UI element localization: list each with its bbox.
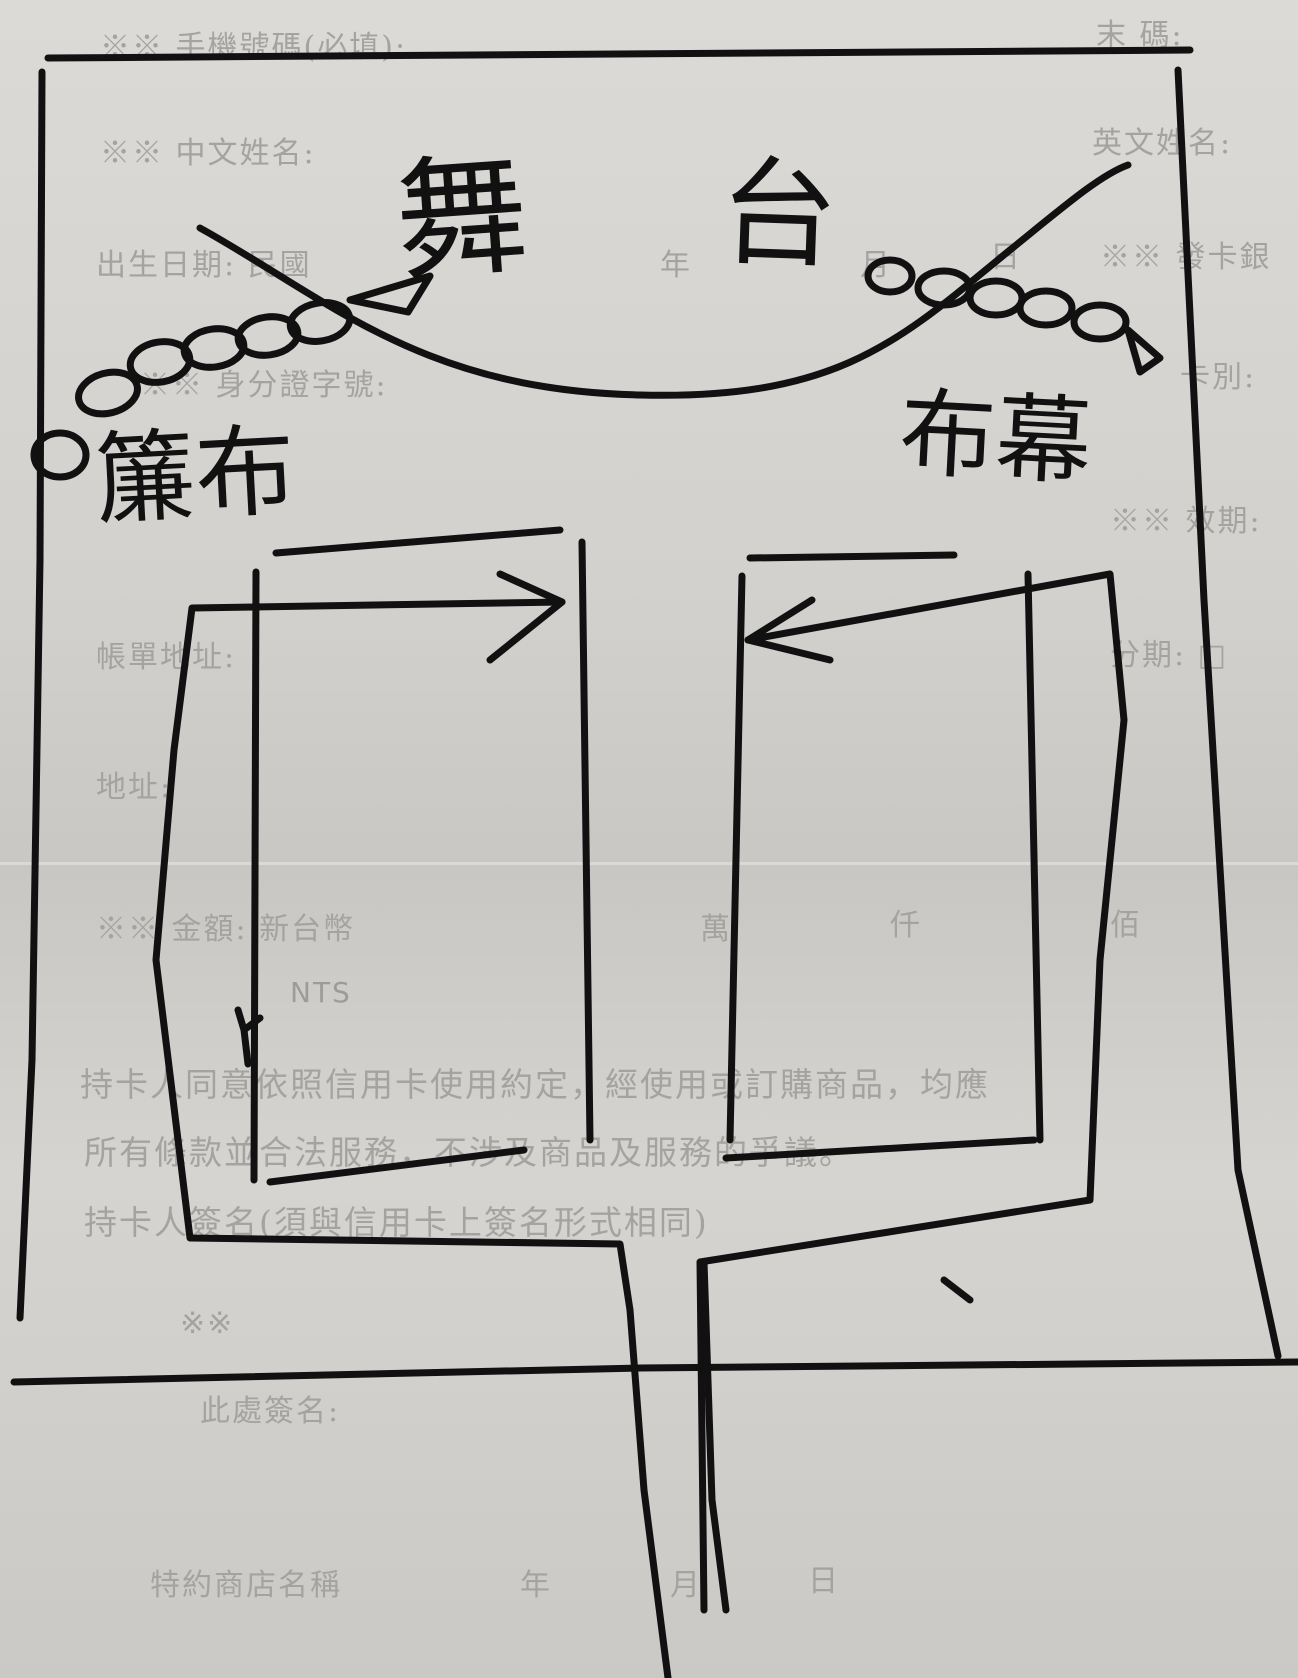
form-chinese-name-label: ※※ 中文姓名: (100, 136, 316, 171)
right-panel-top (746, 551, 958, 562)
stage-word-tai: 台 (717, 142, 841, 286)
form-expiry-label: ※※ 效期: (1110, 504, 1262, 539)
form-english-name-label: 英文姓名: (1092, 126, 1233, 161)
left-arrow-loop (152, 598, 634, 1314)
right-panel-left (726, 572, 746, 1144)
frame-left-line (16, 68, 46, 1322)
form-amount-bai: 佰 (1110, 908, 1142, 943)
form-address-label: 地址: (96, 770, 173, 805)
form-billing-address-label: 帳單地址: (96, 640, 237, 675)
form-birth-year: 年 (660, 248, 692, 283)
frame-right-line (1174, 66, 1282, 1360)
form-date-year: 年 (520, 1568, 552, 1603)
paper-fold-line (0, 862, 1298, 865)
right-arrow-head (744, 596, 834, 664)
left-panel-left (250, 568, 260, 1184)
right-panel-right (1024, 570, 1044, 1144)
right-curtain-label: 布幕 (896, 377, 1095, 499)
frame-top-line (44, 46, 1194, 62)
form-terms-line-2: 所有條款並合法服務，不涉及商品及服務的爭議。 (84, 1133, 854, 1172)
center-aisle-right-line (700, 1258, 730, 1614)
center-aisle-left-line (626, 1306, 672, 1678)
form-signature-label: 此處簽名: (200, 1394, 341, 1429)
left-panel-right (578, 538, 594, 1144)
form-terms-line-1: 持卡人同意依照信用卡使用約定，經使用或訂購商品，均應 (80, 1065, 990, 1104)
form-amount-qian: 仟 (890, 908, 922, 943)
form-currency: NTS (290, 976, 352, 1009)
right-curtain-chain (864, 256, 1164, 376)
form-merchant-label: 特約商店名稱 (150, 1568, 342, 1603)
frame-bottom-line (10, 1358, 1298, 1386)
left-curtain-chain (30, 272, 434, 481)
form-amount-wan: 萬 (700, 912, 732, 947)
left-panel-bottom (266, 1146, 528, 1186)
form-amount-label: ※※ 金額: 新台幣 (96, 912, 356, 947)
left-curtain-label: 簾布 (92, 411, 299, 540)
stage-word-wu: 舞 (390, 137, 534, 301)
left-arrow-head (486, 570, 566, 664)
form-date-day: 日 (808, 1564, 840, 1599)
form-birth-date-label: 出生日期: 民國 (96, 248, 312, 283)
right-panel-bottom (722, 1136, 1038, 1162)
right-arrow-loop (696, 570, 1128, 1614)
form-stars: ※※ (180, 1306, 235, 1341)
left-panel-top (272, 526, 564, 557)
form-date-month: 月 (670, 1568, 702, 1603)
stray-ink-mark (940, 1276, 974, 1304)
